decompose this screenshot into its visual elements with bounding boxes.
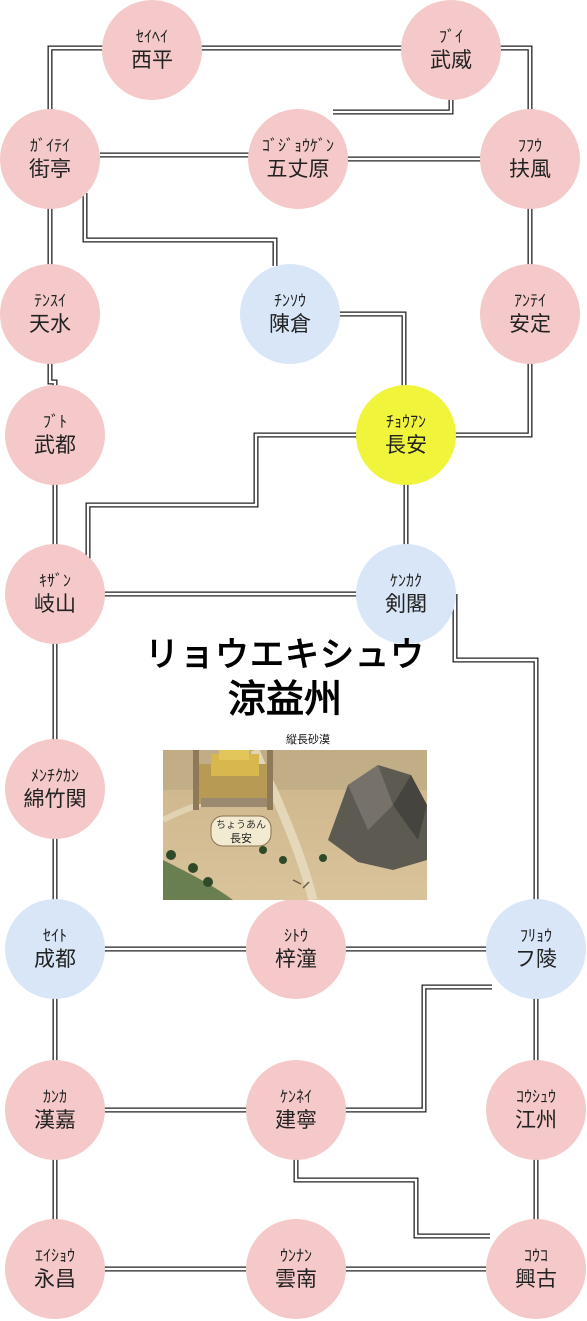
city-reading: ｺｳｺ — [523, 1246, 548, 1265]
city-name: 成都 — [34, 947, 76, 971]
city-node-menchikukan[interactable]: ﾒﾝﾁｸｶﾝ 綿竹関 — [5, 739, 105, 839]
city-name: 梓潼 — [275, 947, 317, 971]
city-node-kenkaku[interactable]: ｹﾝｶｸ 剣閣 — [356, 544, 456, 644]
city-node-koushuu[interactable]: ｺｳｼｭｳ 江州 — [486, 1060, 586, 1160]
city-reading: ﾌﾞｲ — [438, 27, 463, 46]
city-name: 街亭 — [29, 157, 71, 181]
city-name: 陳倉 — [269, 312, 311, 336]
city-name: フ陵 — [515, 947, 557, 971]
road — [47, 45, 104, 110]
province-title-kanji: 涼益州 — [227, 677, 342, 721]
city-node-gaitei[interactable]: ｶﾞｲﾃｲ 街亭 — [0, 109, 100, 209]
city-name: 興古 — [515, 1267, 557, 1291]
city-name: 五丈原 — [266, 157, 330, 181]
city-node-seito[interactable]: ｾｲﾄ 成都 — [5, 899, 105, 999]
city-reading: ｹﾝﾈｲ — [279, 1087, 312, 1106]
city-node-fufuu[interactable]: ﾌﾌｳ 扶風 — [480, 109, 580, 209]
city-name: 雲南 — [275, 1267, 317, 1291]
map-thumbnail: ちょうあん 長安 — [163, 750, 427, 900]
city-name: 西平 — [131, 48, 173, 72]
road — [333, 98, 454, 115]
city-reading: ﾒﾝﾁｸｶﾝ — [30, 766, 79, 785]
city-name: 剣閣 — [385, 592, 427, 616]
city-name: 江州 — [515, 1108, 557, 1132]
road — [452, 362, 533, 438]
city-reading: ﾁﾝｿｳ — [273, 291, 306, 310]
city-reading: ｱﾝﾃｲ — [513, 291, 546, 310]
city-name: 武威 — [430, 48, 472, 72]
city-name: 漢嘉 — [34, 1108, 76, 1132]
city-node-kouko[interactable]: ｺｳｺ 興古 — [486, 1219, 586, 1319]
city-name: 武都 — [34, 433, 76, 457]
city-name: 綿竹関 — [23, 787, 87, 811]
province-title-reading: リョウエキシュウ — [145, 635, 425, 675]
road — [498, 45, 533, 110]
road — [338, 311, 407, 388]
city-node-kennei[interactable]: ｹﾝﾈｲ 建寧 — [246, 1060, 346, 1160]
city-node-tensui[interactable]: ﾃﾝｽｲ 天水 — [0, 264, 100, 364]
city-name: 安定 — [509, 312, 551, 336]
city-node-chouan[interactable]: ﾁｮｳｱﾝ 長安 — [356, 385, 456, 485]
city-name: 岐山 — [34, 592, 76, 616]
city-name: 天水 — [29, 312, 71, 336]
city-node-shitou[interactable]: ｼﾄｳ 梓潼 — [246, 899, 346, 999]
city-node-antei[interactable]: ｱﾝﾃｲ 安定 — [480, 264, 580, 364]
city-reading: ｳﾝﾅﾝ — [279, 1246, 312, 1265]
city-node-eishou[interactable]: ｴｲｼｮｳ 永昌 — [5, 1219, 105, 1319]
map-label-reading: ちょうあん — [216, 819, 266, 831]
road — [85, 432, 360, 560]
city-reading: ｼﾄｳ — [283, 926, 308, 945]
city-reading: ﾌﾌｳ — [517, 136, 542, 155]
city-node-kizan[interactable]: ｷｻﾞﾝ 岐山 — [5, 544, 105, 644]
road — [452, 594, 539, 901]
city-reading: ｹﾝｶｸ — [389, 571, 422, 590]
road — [47, 362, 58, 387]
city-name: 永昌 — [34, 1267, 76, 1291]
city-reading: ｾｲﾄ — [42, 926, 67, 945]
road — [344, 984, 492, 1113]
city-node-buto[interactable]: ﾌﾞﾄ 武都 — [5, 385, 105, 485]
city-reading: ｺｳｼｭｳ — [515, 1087, 556, 1106]
city-node-bui[interactable]: ﾌﾞｲ 武威 — [401, 0, 501, 100]
province-title: リョウエキシュウ 涼益州 — [140, 634, 430, 722]
city-node-furyou[interactable]: ﾌﾘｮｳ フ陵 — [486, 899, 586, 999]
city-reading: ﾌﾘｮｳ — [519, 926, 552, 945]
road — [82, 193, 278, 266]
city-reading: ｶﾝｶ — [42, 1087, 67, 1106]
city-name: 建寧 — [275, 1108, 317, 1132]
city-node-seihei[interactable]: ｾｲﾍｲ 西平 — [102, 0, 202, 100]
map-caption: 縦長砂漠 — [286, 733, 330, 746]
city-reading: ﾌﾞﾄ — [42, 412, 67, 431]
city-node-gojougen[interactable]: ｺﾞｼﾞｮｳｹﾞﾝ 五丈原 — [248, 109, 348, 209]
map-label-kanji: 長安 — [230, 831, 252, 845]
city-name: 長安 — [385, 433, 427, 457]
city-reading: ｴｲｼｮｳ — [34, 1246, 75, 1265]
city-name: 扶風 — [509, 157, 551, 181]
city-reading: ﾃﾝｽｲ — [33, 291, 66, 310]
city-reading: ｷｻﾞﾝ — [38, 571, 71, 590]
city-node-unnan[interactable]: ｳﾝﾅﾝ 雲南 — [246, 1219, 346, 1319]
city-reading: ｾｲﾍｲ — [135, 27, 168, 46]
city-node-kanka[interactable]: ｶﾝｶ 漢嘉 — [5, 1060, 105, 1160]
city-reading: ｶﾞｲﾃｲ — [29, 136, 70, 155]
city-reading: ﾁｮｳｱﾝ — [385, 412, 426, 431]
city-reading: ｺﾞｼﾞｮｳｹﾞﾝ — [261, 136, 334, 155]
city-node-chinsou[interactable]: ﾁﾝｿｳ 陳倉 — [240, 264, 340, 364]
road — [293, 1158, 490, 1239]
